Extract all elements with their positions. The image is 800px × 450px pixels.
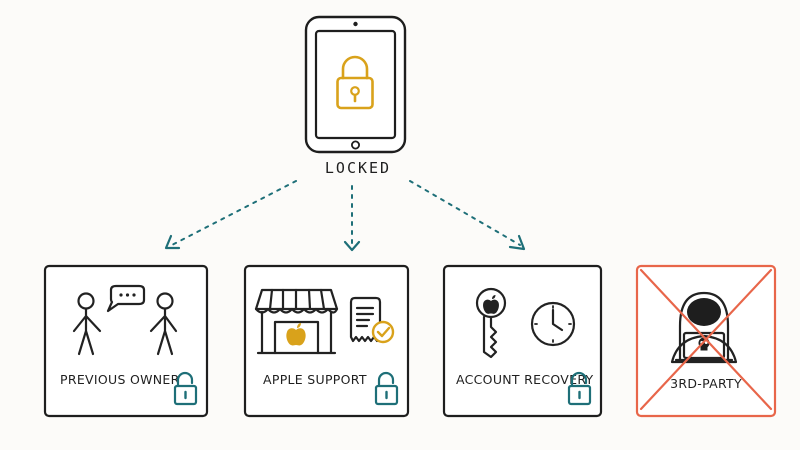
padlock-open-icon (567, 371, 592, 406)
path-label-account-recovery: ACCOUNT RECOVERY (456, 372, 593, 387)
arrow-to-apple-support (343, 185, 361, 252)
path-label-3rd-party: 3RD-PARTY (670, 376, 742, 391)
receipt-check-icon (349, 296, 395, 344)
clock-icon (530, 301, 576, 347)
card-3rd-party: 3RD-PARTY (635, 264, 777, 418)
apple-logo-icon (483, 295, 499, 314)
card-apple-support: APPLE SUPPORT (243, 264, 410, 418)
two-people-talking-icon (72, 284, 178, 356)
apple-logo-icon (286, 323, 306, 346)
path-label-apple-support: APPLE SUPPORT (263, 372, 367, 387)
card-account-recovery: ACCOUNT RECOVERY (442, 264, 603, 418)
storefront-icon (254, 288, 339, 355)
tablet-icon (304, 15, 407, 154)
key-icon (475, 287, 507, 359)
arrow-to-previous-owner (164, 180, 297, 250)
padlock-closed-icon (336, 55, 374, 110)
padlock-open-icon (173, 371, 198, 406)
locked-tablet: LOCKED (304, 15, 407, 177)
card-previous-owner: PREVIOUS OWNER (43, 264, 209, 418)
arrow-to-account-recovery (409, 180, 526, 251)
speech-dots-icon (119, 293, 136, 297)
cross-out-icon (639, 268, 773, 411)
path-label-previous-owner: PREVIOUS OWNER (60, 372, 180, 387)
device-status-label: LOCKED (325, 159, 391, 177)
padlock-open-icon (374, 371, 399, 406)
